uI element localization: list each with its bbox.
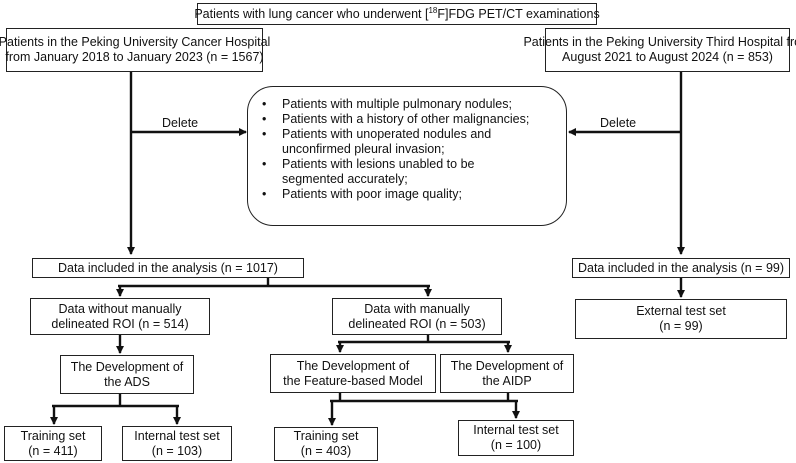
pkuth-box: Patients in the Peking University Third … xyxy=(523,28,796,72)
exclusion-item: Patients with poor image quality; xyxy=(260,187,552,202)
exclusion-item: Patients with multiple pulmonary nodules… xyxy=(260,97,552,112)
included-right-box: Data included in the analysis (n = 99) xyxy=(572,258,790,278)
training-set-box-1: Training set (n = 411) xyxy=(4,426,102,461)
train2-line-2: (n = 403) xyxy=(300,444,352,458)
included-right-text: Data included in the analysis (n = 99) xyxy=(577,260,785,275)
ads-box: The Development of the ADS xyxy=(60,355,194,394)
without-roi-line-2: delineated ROI (n = 514) xyxy=(51,316,189,331)
internal-test-box-1: Internal test set (n = 103) xyxy=(122,426,232,461)
aidp-line-1: The Development of xyxy=(450,358,564,373)
feature-line-1: The Development of xyxy=(296,358,410,373)
ads-line-2: the ADS xyxy=(104,374,150,389)
feature-model-box: The Development of the Feature-based Mod… xyxy=(270,354,436,393)
exclusion-item: Patients with lesions unabled to besegme… xyxy=(260,157,552,187)
test2-line-2: (n = 100) xyxy=(490,438,542,452)
pkuch-line-1: Patients in the Peking University Cancer… xyxy=(0,35,271,49)
title-box: Patients with lung cancer who underwent … xyxy=(194,3,600,25)
title-text: Patients with lung cancer who underwent … xyxy=(194,5,600,21)
pkuth-line-1: Patients in the Peking University Third … xyxy=(523,35,796,49)
aidp-box: The Development of the AIDP xyxy=(440,354,574,393)
ads-line-1: The Development of xyxy=(70,359,184,374)
delete-label-right: Delete xyxy=(600,116,637,130)
external-test-box: External test set (n = 99) xyxy=(575,299,787,339)
pkuch-line-2: from January 2018 to January 2023 (n = 1… xyxy=(5,50,264,64)
train1-line-2: (n = 411) xyxy=(28,443,78,458)
delete-label-left: Delete xyxy=(162,116,199,130)
pkuch-box: Patients in the Peking University Cancer… xyxy=(0,28,270,72)
test1-line-1: Internal test set xyxy=(134,428,220,443)
with-roi-line-2: delineated ROI (n = 503) xyxy=(348,316,486,331)
with-roi-line-1: Data with manually xyxy=(364,301,470,316)
exclusion-criteria-box: Patients with multiple pulmonary nodules… xyxy=(247,86,567,226)
external-line-1: External test set xyxy=(636,304,726,318)
included-left-box: Data included in the analysis (n = 1017) xyxy=(32,258,304,278)
included-left-text: Data included in the analysis (n = 1017) xyxy=(58,260,278,275)
test2-line-1: Internal test set xyxy=(473,423,559,437)
aidp-line-2: the AIDP xyxy=(482,373,532,388)
internal-test-box-2: Internal test set (n = 100) xyxy=(458,420,574,456)
pkuth-line-2: August 2021 to August 2024 (n = 853) xyxy=(562,50,773,64)
exclusion-item: Patients with a history of other maligna… xyxy=(260,112,552,127)
train1-line-1: Training set xyxy=(20,428,86,443)
training-set-box-2: Training set (n = 403) xyxy=(274,427,378,461)
without-roi-box: Data without manually delineated ROI (n … xyxy=(30,298,210,335)
feature-line-2: the Feature-based Model xyxy=(283,373,423,388)
train2-line-1: Training set xyxy=(293,429,359,443)
test1-line-2: (n = 103) xyxy=(151,443,203,458)
external-line-2: (n = 99) xyxy=(659,319,703,333)
with-roi-box: Data with manually delineated ROI (n = 5… xyxy=(332,298,502,335)
without-roi-line-1: Data without manually xyxy=(58,301,182,316)
exclusion-item: Patients with unoperated nodules andunco… xyxy=(260,127,552,157)
